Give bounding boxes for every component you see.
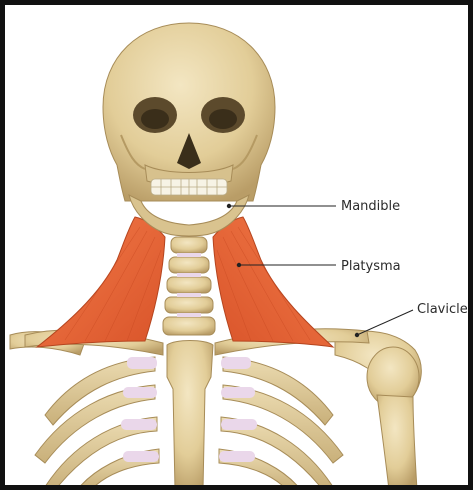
vertebra-4 — [165, 297, 213, 313]
disc-2 — [177, 273, 201, 277]
vertebra-1 — [171, 237, 207, 253]
skull — [103, 23, 275, 236]
right-shoulder — [335, 331, 421, 490]
teeth — [151, 179, 227, 195]
cartilage-left-2 — [123, 387, 157, 398]
humerus-shaft-right — [377, 395, 417, 490]
leader-dot-platysma — [237, 263, 241, 267]
sternum — [167, 341, 213, 490]
neck-anatomy-illustration — [5, 5, 473, 490]
leader-dot-mandible — [227, 204, 231, 208]
cartilage-left-4 — [123, 451, 159, 462]
vertebra-3 — [167, 277, 211, 293]
label-clavicle: Clavicle — [417, 303, 468, 316]
label-platysma: Platysma — [341, 260, 401, 273]
label-mandible: Mandible — [341, 200, 400, 213]
cervical-spine — [163, 237, 215, 335]
vertebra-5 — [163, 317, 215, 335]
cartilage-left-3 — [121, 419, 157, 430]
cartilage-right-2 — [221, 387, 255, 398]
leader-clavicle — [357, 310, 413, 335]
disc-3 — [177, 293, 201, 297]
vertebra-2 — [169, 257, 209, 273]
cartilage-right-1 — [221, 357, 251, 369]
disc-4 — [177, 313, 201, 317]
cartilage-right-3 — [221, 419, 257, 430]
leader-dot-clavicle — [355, 333, 359, 337]
cartilage-left-1 — [127, 357, 157, 369]
cartilage-right-4 — [219, 451, 255, 462]
platysma-left — [37, 217, 165, 347]
disc-1 — [177, 253, 201, 257]
